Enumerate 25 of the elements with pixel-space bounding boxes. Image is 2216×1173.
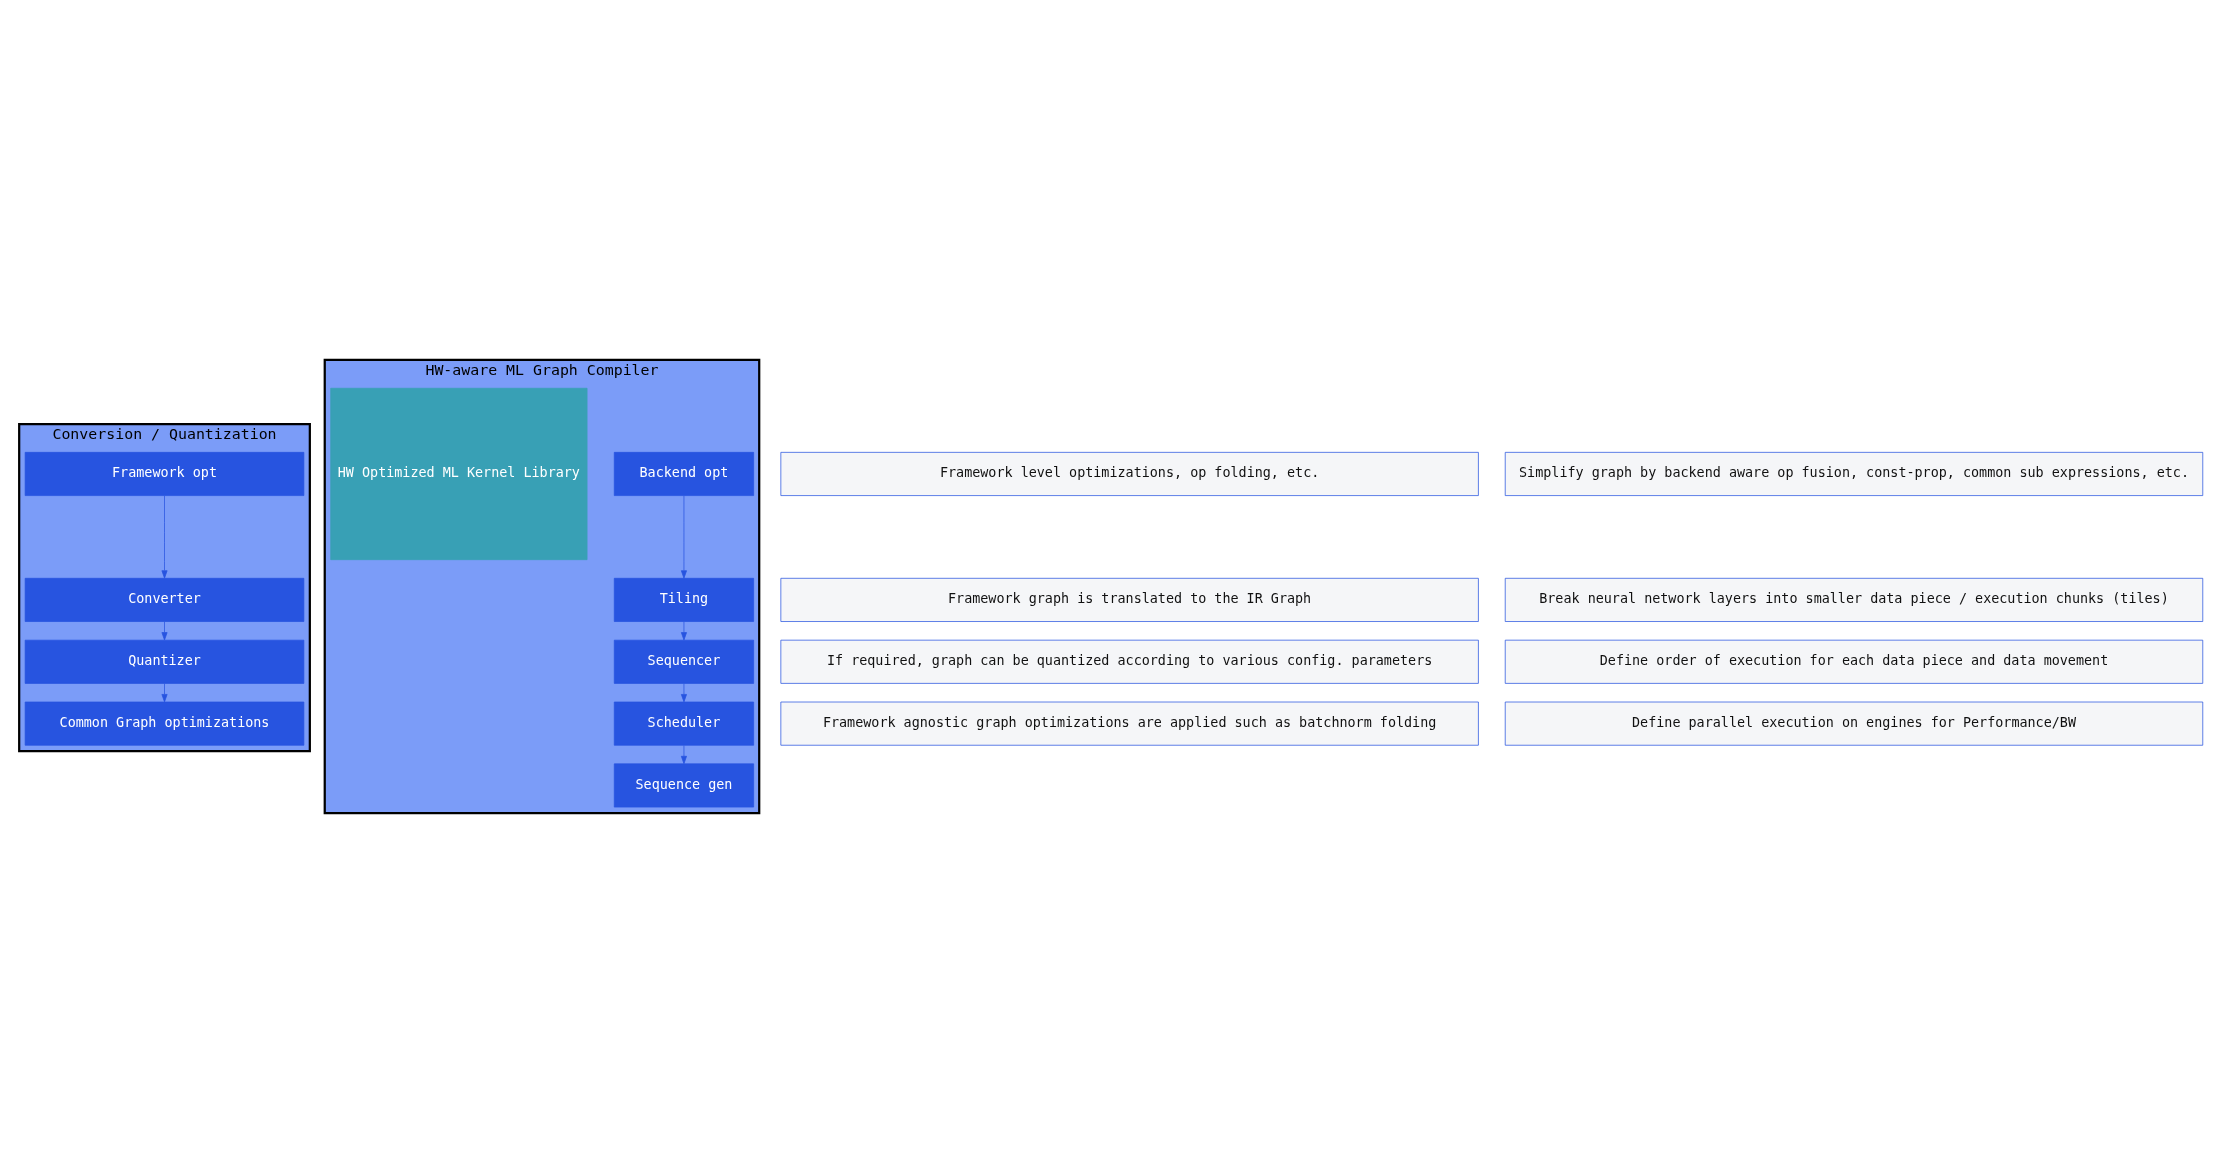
node-box: Quantizer	[24, 639, 305, 684]
node-box: Framework level optimizations, op folding, etc.	[780, 451, 1479, 496]
node-box: Framework graph is translated to the IR Graph	[780, 577, 1479, 622]
arrow	[161, 683, 168, 703]
arrow	[161, 621, 168, 641]
node-box: Framework agnostic graph optimizations are applied such as batchnorm folding	[780, 701, 1479, 746]
node-box: Sequencer	[613, 639, 754, 684]
node-box: Common Graph optimizations	[24, 701, 305, 746]
node-box: Define parallel execution on engines for Performance/BW	[1504, 701, 2204, 746]
arrow	[161, 495, 168, 579]
node-box: Backend opt	[613, 451, 754, 496]
arrow	[680, 621, 687, 641]
node-box: Tiling	[613, 577, 754, 622]
node-box: Define order of execution for each data piece and data movement	[1504, 639, 2204, 684]
node-box: Converter	[24, 577, 305, 622]
node-box: If required, graph can be quantized according to various config. parameters	[780, 639, 1479, 684]
node-box: Framework opt	[24, 451, 305, 496]
arrow	[680, 683, 687, 703]
node-box: Sequence gen	[613, 763, 754, 808]
node-box: Scheduler	[613, 701, 754, 746]
arrow	[680, 495, 687, 579]
node-box: Simplify graph by backend aware op fusion, const-prop, common sub expressions, etc.	[1504, 451, 2204, 496]
node-box: Break neural network layers into smaller data piece / execution chunks (tiles)	[1504, 577, 2204, 622]
arrow	[680, 745, 687, 765]
node-box: HW Optimized ML Kernel Library	[330, 387, 588, 561]
